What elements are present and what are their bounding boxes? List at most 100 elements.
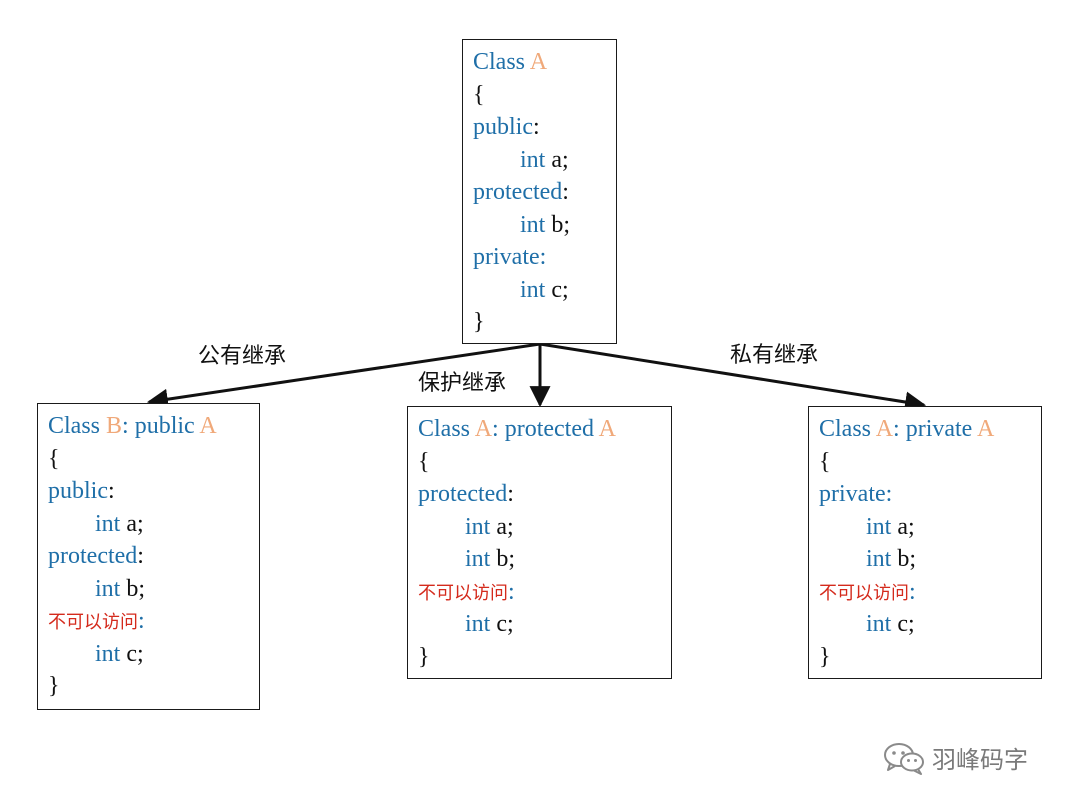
- private-inheritance-class-box: Class A: private A{private:int a;int b;不…: [808, 406, 1042, 679]
- code-token: a;: [545, 146, 569, 173]
- code-line: protected:: [418, 478, 661, 511]
- code-token: A: [529, 49, 548, 75]
- code-line: int b;: [418, 543, 661, 576]
- code-line: int a;: [48, 508, 249, 541]
- code-token: : private: [893, 416, 978, 442]
- watermark: 羽峰码字: [882, 740, 1028, 775]
- code-token: private:: [473, 244, 547, 270]
- code-line: Class A: protected A: [418, 413, 661, 446]
- code-token: int: [866, 513, 892, 540]
- code-token: int: [520, 211, 546, 238]
- code-token: : public: [122, 413, 200, 439]
- code-token: :: [562, 179, 569, 205]
- code-line: {: [819, 446, 1031, 479]
- code-line: }: [473, 306, 606, 339]
- code-line: int a;: [473, 144, 606, 177]
- code-line: private:: [473, 241, 606, 274]
- code-token: int: [465, 611, 491, 637]
- code-line: Class B: public A: [48, 410, 249, 443]
- code-line: }: [48, 670, 249, 703]
- code-token: c;: [490, 611, 514, 637]
- code-line: int c;: [819, 608, 1031, 641]
- code-token: A: [875, 416, 894, 442]
- code-line: {: [418, 446, 661, 479]
- code-token: }: [473, 309, 485, 335]
- code-token: public: [48, 478, 108, 504]
- code-token: int: [520, 276, 546, 303]
- code-line: Class A: private A: [819, 413, 1031, 446]
- code-token: a;: [891, 513, 915, 540]
- code-token: A: [977, 416, 995, 442]
- code-token: :: [909, 578, 916, 605]
- code-token: int: [95, 640, 121, 667]
- code-token: c;: [545, 276, 569, 303]
- code-token: }: [418, 643, 430, 670]
- code-token: A: [598, 416, 617, 442]
- code-line: {: [48, 443, 249, 476]
- code-line: int b;: [819, 543, 1031, 576]
- code-line: int b;: [473, 209, 606, 242]
- code-line: Class A: [473, 46, 606, 79]
- code-token: int: [866, 546, 892, 572]
- protected-inheritance-label: 保护继承: [418, 371, 507, 396]
- inaccessible-section-label: 不可以访问: [418, 582, 508, 604]
- code-line: int b;: [48, 573, 249, 606]
- wechat-icon: [884, 742, 924, 775]
- code-token: {: [819, 448, 831, 475]
- code-line: 不可以访问:: [418, 576, 661, 609]
- code-line: }: [418, 641, 661, 674]
- code-token: int: [95, 575, 121, 602]
- code-token: Class: [418, 416, 475, 442]
- code-token: : protected: [492, 416, 599, 442]
- code-token: protected: [473, 179, 563, 205]
- code-token: c;: [120, 640, 144, 667]
- code-line: public:: [48, 475, 249, 508]
- code-line: private:: [819, 478, 1031, 511]
- code-token: b;: [120, 575, 146, 602]
- code-line: int c;: [473, 274, 606, 307]
- watermark-text: 羽峰码字: [932, 746, 1028, 774]
- arrow-private-inheritance: [539, 342, 927, 413]
- code-token: A: [474, 416, 493, 442]
- code-token: protected: [48, 543, 138, 569]
- public-inheritance-class-box: Class B: public A{public:int a;protected…: [37, 403, 260, 710]
- code-token: b;: [545, 211, 571, 238]
- code-line: int c;: [48, 638, 249, 671]
- base-class-a-box: Class A{public:int a;protected:int b;pri…: [462, 39, 617, 344]
- code-token: }: [819, 643, 831, 670]
- code-token: b;: [490, 546, 516, 572]
- inaccessible-section-label: 不可以访问: [819, 582, 909, 604]
- code-line: 不可以访问:: [48, 605, 249, 638]
- code-token: int: [95, 510, 121, 537]
- code-line: {: [473, 79, 606, 112]
- code-token: protected: [418, 481, 508, 507]
- code-line: }: [819, 641, 1031, 674]
- protected-inheritance-class-box: Class A: protected A{protected:int a;int…: [407, 406, 672, 679]
- code-token: a;: [120, 510, 144, 537]
- code-token: {: [48, 445, 60, 472]
- private-inheritance-label: 私有继承: [730, 343, 819, 368]
- inaccessible-section-label: 不可以访问: [48, 612, 138, 633]
- code-token: :: [137, 543, 144, 569]
- arrow-public-inheritance: [146, 342, 541, 410]
- code-token: :: [138, 608, 145, 634]
- code-token: {: [418, 448, 430, 475]
- code-token: int: [465, 546, 491, 572]
- code-token: :: [533, 114, 540, 140]
- code-token: Class: [819, 416, 876, 442]
- code-line: int c;: [418, 608, 661, 641]
- code-token: Class: [48, 413, 107, 439]
- code-token: private:: [819, 481, 893, 507]
- code-token: b;: [891, 546, 917, 572]
- code-token: }: [48, 673, 60, 699]
- public-inheritance-label: 公有继承: [198, 344, 287, 369]
- code-token: :: [508, 578, 515, 605]
- code-token: :: [108, 478, 115, 504]
- code-line: 不可以访问:: [819, 576, 1031, 609]
- code-token: c;: [891, 611, 915, 637]
- code-line: public:: [473, 111, 606, 144]
- code-token: Class: [473, 49, 530, 75]
- code-token: a;: [490, 513, 514, 540]
- code-token: int: [465, 513, 491, 540]
